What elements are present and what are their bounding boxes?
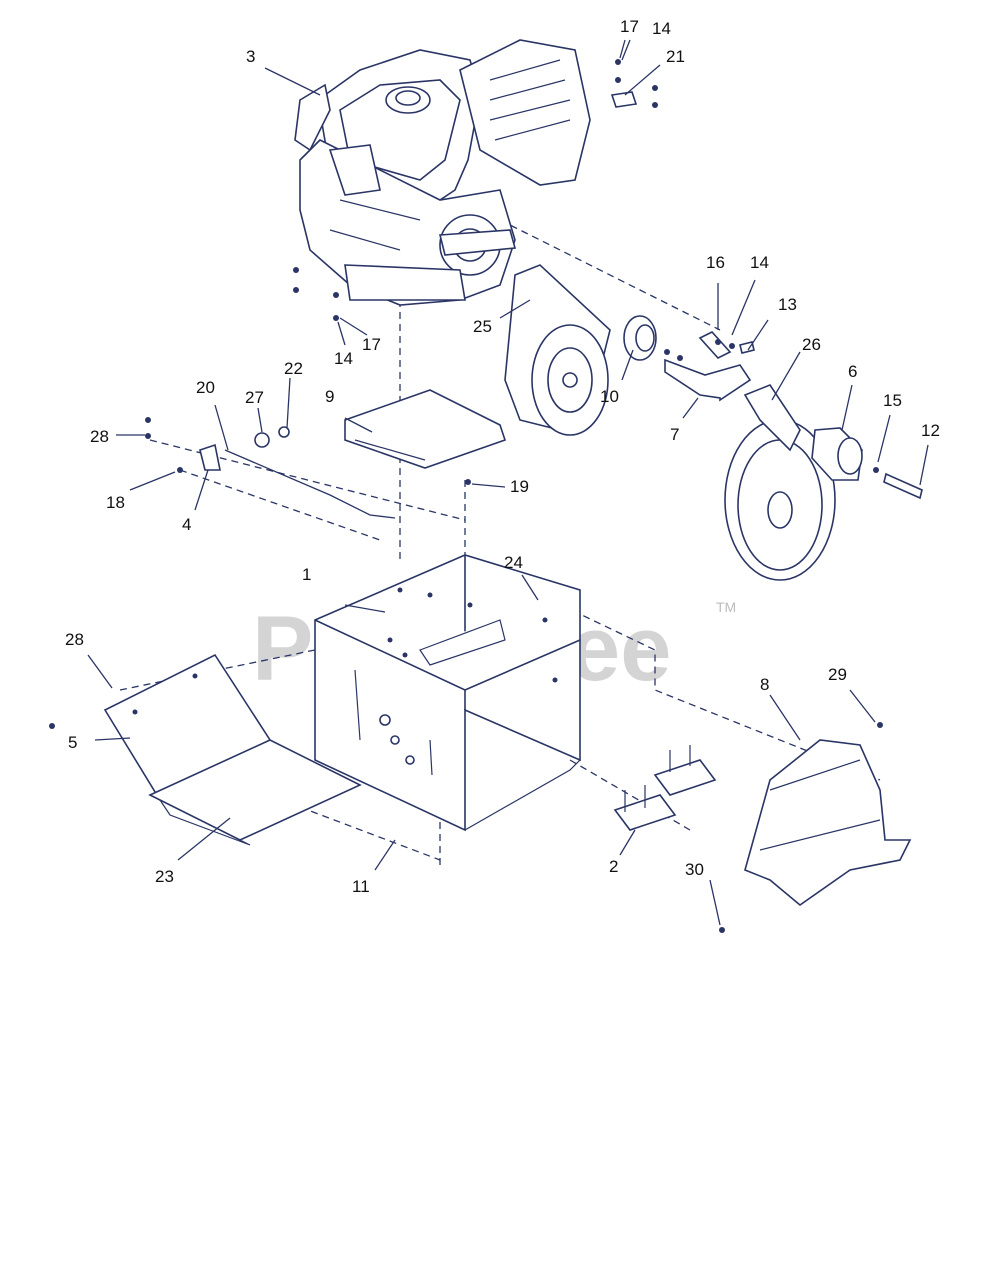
cable-assembly xyxy=(145,417,471,519)
callout-16: 16 xyxy=(706,253,725,272)
callout-26: 26 xyxy=(802,335,821,354)
callout-21: 21 xyxy=(666,47,685,66)
callout-28-low: 28 xyxy=(65,630,84,649)
callout-14-low: 14 xyxy=(334,349,353,368)
callouts: 1 2 3 4 5 6 7 8 9 10 11 12 13 14 14 14 1… xyxy=(65,17,940,896)
watermark-trademark: TM xyxy=(716,599,736,615)
callout-13: 13 xyxy=(778,295,797,314)
callout-18: 18 xyxy=(106,493,125,512)
auger-pulley-and-belt xyxy=(504,264,611,436)
callout-17-top: 17 xyxy=(620,17,639,36)
bottom-cover xyxy=(49,653,362,846)
callout-19: 19 xyxy=(510,477,529,496)
callout-8: 8 xyxy=(760,675,769,694)
callout-15: 15 xyxy=(883,391,902,410)
callout-9: 9 xyxy=(325,387,334,406)
callout-3: 3 xyxy=(246,47,255,66)
callout-12: 12 xyxy=(921,421,940,440)
callout-25: 25 xyxy=(473,317,492,336)
engine-hardware xyxy=(293,59,658,321)
callout-4: 4 xyxy=(182,515,191,534)
callout-30: 30 xyxy=(685,860,704,879)
callout-1: 1 xyxy=(302,565,311,584)
belt-cover xyxy=(719,722,912,933)
callout-14-top: 14 xyxy=(652,19,671,38)
callout-7: 7 xyxy=(670,425,679,444)
callout-24: 24 xyxy=(504,553,523,572)
callout-10: 10 xyxy=(600,387,619,406)
callout-14-mid: 14 xyxy=(750,253,769,272)
callout-20: 20 xyxy=(196,378,215,397)
callout-27: 27 xyxy=(245,388,264,407)
callout-22: 22 xyxy=(284,359,303,378)
drive-clutch-pulley xyxy=(811,427,923,500)
mounting-brackets xyxy=(613,745,717,831)
callout-5: 5 xyxy=(68,733,77,752)
callout-11: 11 xyxy=(352,877,370,896)
engine xyxy=(294,39,591,306)
drive-pulley-and-belt xyxy=(724,384,836,581)
callout-28-top: 28 xyxy=(90,427,109,446)
engine-pulley xyxy=(623,315,683,361)
heat-shield-plate xyxy=(344,389,507,469)
main-frame xyxy=(314,554,581,832)
callout-6: 6 xyxy=(848,362,857,381)
idler-bracket xyxy=(664,331,755,402)
callout-17-low: 17 xyxy=(362,335,381,354)
callout-2: 2 xyxy=(609,857,618,876)
callout-leaders xyxy=(87,39,929,926)
callout-23: 23 xyxy=(155,867,174,886)
callout-29: 29 xyxy=(828,665,847,684)
